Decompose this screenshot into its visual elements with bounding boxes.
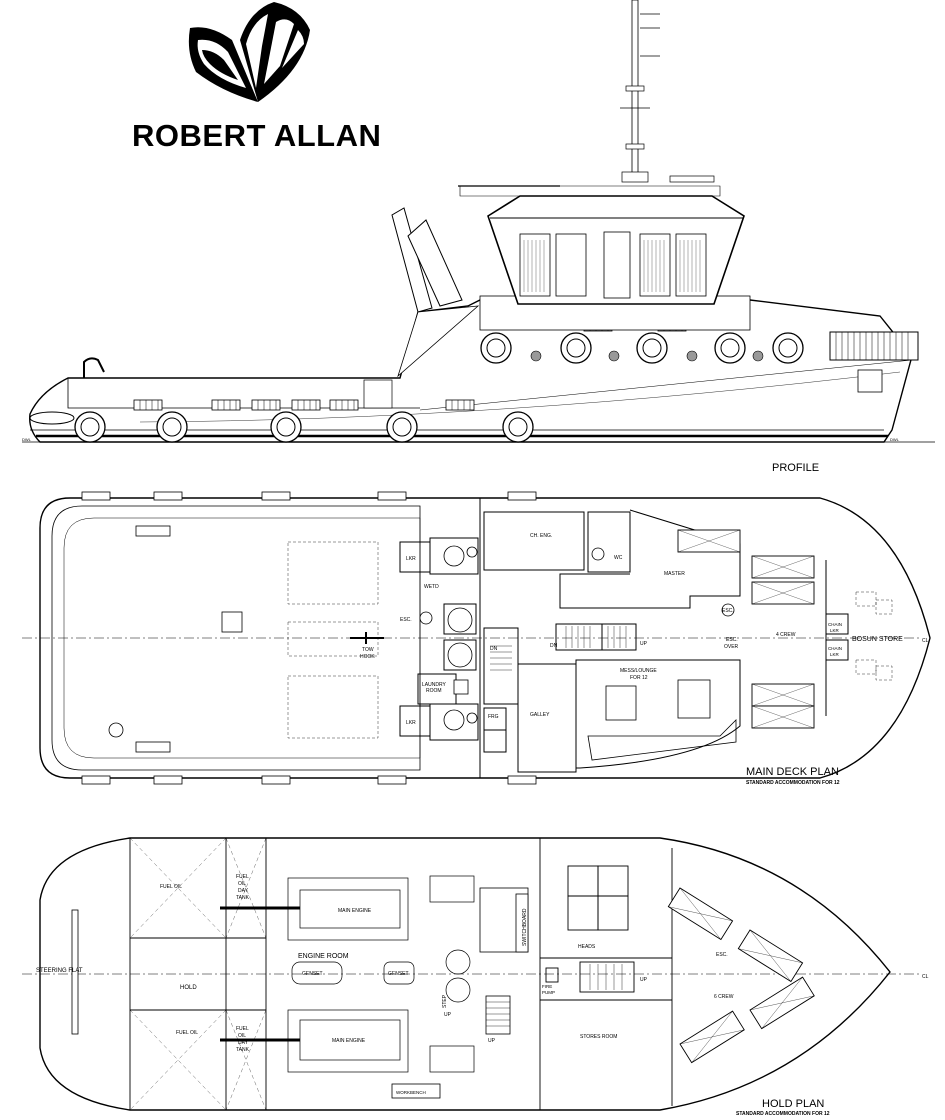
profile-title: PROFILE <box>772 462 820 474</box>
esc-over-label-1: ESC. <box>726 637 738 643</box>
up-label-2: UP <box>488 1038 496 1044</box>
lkr-bottom-label: LKR <box>406 720 416 726</box>
esc-over-label-2: OVER <box>724 644 739 650</box>
dn-label-1: DN <box>490 646 498 652</box>
dwl-label-aft: DWL <box>22 437 32 442</box>
lkr-top-label: LKR <box>406 556 416 562</box>
dn-label-2: DN <box>550 643 558 649</box>
fire-pump-label-1: FIRE <box>542 984 552 989</box>
up-label-1: UP <box>444 1012 452 1018</box>
heads-label: HEADS <box>578 944 596 950</box>
tow-hook-label-2: HOOK <box>360 654 375 660</box>
fuel-oil-bottom-label: FUEL OIL <box>176 1030 198 1036</box>
dwl-label-fwd: DWL <box>890 437 900 442</box>
hold-plan-subtitle: STANDARD ACCOMMODATION FOR 12 <box>736 1111 830 1117</box>
centerline-label-hold: CL <box>922 974 929 980</box>
esc-right-label: ESC. <box>722 608 734 614</box>
hold-plan-title: HOLD PLAN <box>762 1098 825 1110</box>
hold-esc-label: ESC. <box>716 952 728 958</box>
chain-lkr-label-2a: CHAIN <box>828 646 842 651</box>
brand-name: ROBERT ALLAN <box>132 118 382 153</box>
centerline-label-deck: CL <box>922 638 929 644</box>
main-engine-top-label: MAIN ENGINE <box>338 908 372 914</box>
galley-label: GALLEY <box>530 712 550 718</box>
main-deck-plan-title: MAIN DECK PLAN <box>746 766 839 778</box>
day-tank-bottom-label-1: FUEL <box>236 1026 249 1032</box>
day-tank-bottom-label-3: DAY <box>238 1040 249 1046</box>
profile-view: DWL DWL <box>22 0 935 443</box>
up-label: UP <box>640 641 648 647</box>
hold-plan: FUEL OIL FUEL OIL FUEL OIL DAY TANK FUEL… <box>22 837 929 1111</box>
day-tank-top-label-3: DAY <box>238 888 249 894</box>
chain-lkr-label-1a: CHAIN <box>828 622 842 627</box>
esc-left-label: ESC. <box>400 617 412 623</box>
main-deck-plan: CH. ENG. WC MASTER LKR LKR WETD ESC. ESC… <box>22 491 931 785</box>
steering-flat-label: STEERING FLAT <box>36 968 83 974</box>
day-tank-top-label-1: FUEL <box>236 874 249 880</box>
genset-1-label: GENSET <box>302 971 323 977</box>
wc-label: WC <box>614 555 623 561</box>
fuel-oil-top-label: FUEL OIL <box>160 884 182 890</box>
mess-lounge-label-2: FOR 12 <box>630 675 648 681</box>
main-deck-plan-subtitle: STANDARD ACCOMMODATION FOR 12 <box>746 780 840 786</box>
chain-lkr-label-1b: LKR <box>830 628 840 633</box>
laundry-label-2: ROOM <box>426 688 442 694</box>
main-engine-bottom-label: MAIN ENGINE <box>332 1038 366 1044</box>
engine-room-label: ENGINE ROOM <box>298 953 349 960</box>
robert-allan-logo <box>188 2 310 103</box>
genset-2-label: GENSET <box>388 971 409 977</box>
day-tank-top-label-4: TANK <box>236 895 250 901</box>
day-tank-top-label-2: OIL <box>238 881 246 887</box>
tow-hook-label-1: TOW <box>362 647 374 653</box>
mess-lounge-label-1: MESS/LOUNGE <box>620 668 657 674</box>
workbench-label: WORKBENCH <box>396 1090 426 1095</box>
day-tank-bottom-label-2: OIL <box>238 1033 246 1039</box>
master-label: MASTER <box>664 571 685 577</box>
stores-room-label: STORES ROOM <box>580 1034 617 1040</box>
six-crew-label: 6 CREW <box>714 994 734 1000</box>
step-label: STEP <box>442 994 448 1008</box>
bosun-store-label: BOSUN STORE <box>852 636 903 643</box>
day-tank-bottom-label-4: TANK <box>236 1047 250 1053</box>
ch-eng-label: CH. ENG. <box>530 533 552 539</box>
laundry-label-1: LAUNDRY <box>422 682 446 688</box>
four-crew-label: 4 CREW <box>776 632 796 638</box>
fire-pump-label-2: PUMP <box>542 990 555 995</box>
frg-label: FRG <box>488 714 499 720</box>
chain-lkr-label-2b: LKR <box>830 652 840 657</box>
hold-label: HOLD <box>180 985 197 991</box>
switchboard-label: SWITCHBOARD <box>522 908 528 946</box>
up-label-3: UP <box>640 977 648 983</box>
wetd-label: WETD <box>424 584 439 590</box>
